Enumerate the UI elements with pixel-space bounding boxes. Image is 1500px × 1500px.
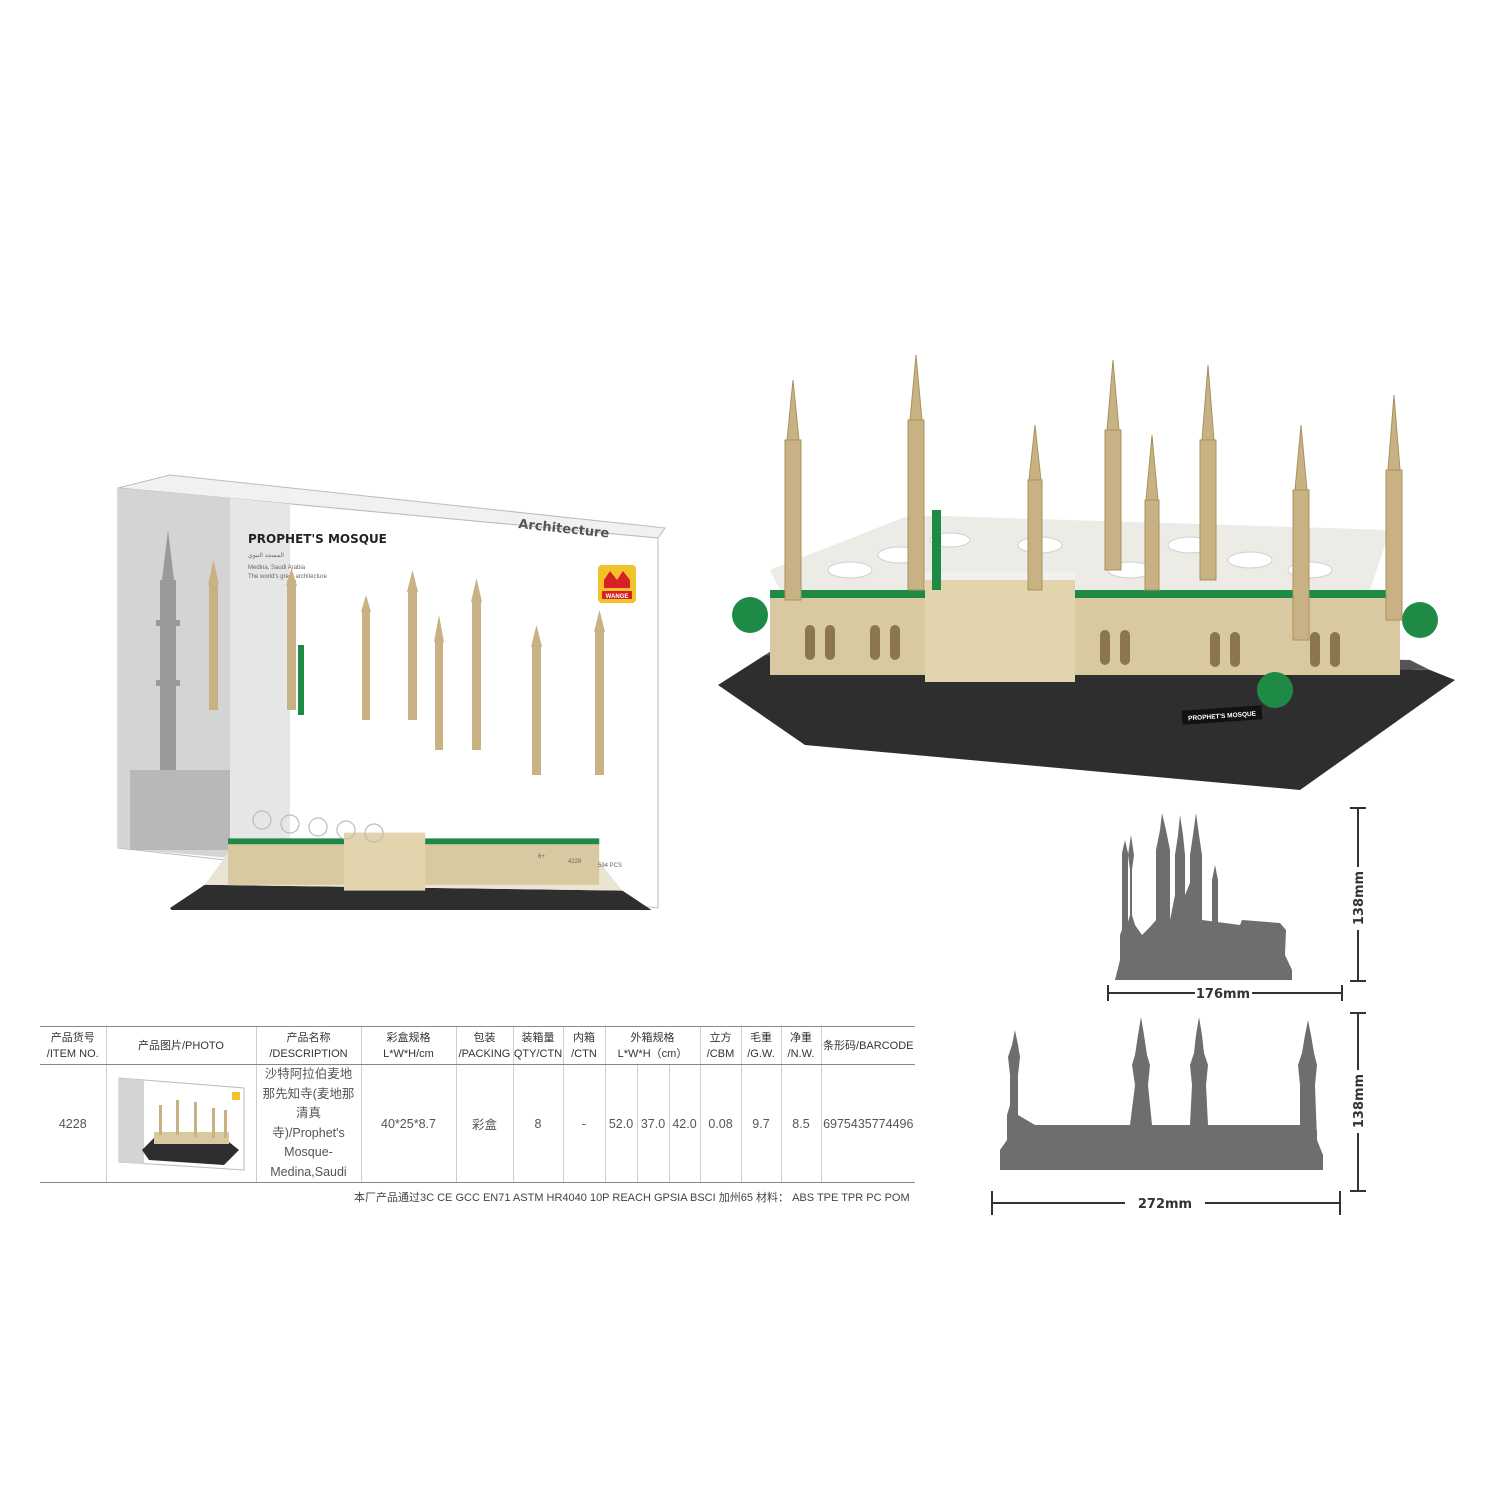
model-plaque: PROPHET'S MOSQUE — [1188, 711, 1257, 723]
cell-gross-weight: 9.7 — [740, 1064, 781, 1183]
cell-barcode: 6975435774496 — [820, 1064, 915, 1183]
side-view-silhouette — [1000, 1017, 1323, 1170]
front-view-silhouette — [1115, 813, 1292, 980]
product-thumbnail — [118, 1076, 244, 1171]
side-height-label: 138mm — [1352, 1074, 1367, 1128]
cell-outer-length: 52.0 — [604, 1064, 637, 1183]
cell-inner-ctn: - — [562, 1064, 605, 1183]
svg-text:WANGE: WANGE — [606, 594, 629, 600]
box-location: Medina, Saudi Arabia — [248, 565, 306, 571]
box-item-no: 4228 — [568, 859, 582, 865]
box-title: PROPHET'S MOSQUE — [248, 532, 387, 546]
spec-table: 产品货号/ITEM NO. 产品图片/PHOTO 产品名称/DESCRIPTIO… — [40, 1026, 915, 1183]
header-cbm: 立方/CBM — [699, 1026, 741, 1065]
header-photo: 产品图片/PHOTO — [105, 1026, 256, 1065]
cell-photo — [105, 1064, 256, 1183]
cell-qty: 8 — [512, 1064, 563, 1183]
box-pieces: 594 PCS — [598, 863, 622, 869]
box-arabic-title: المسجد النبوي — [248, 552, 284, 559]
cell-cbm: 0.08 — [699, 1064, 741, 1183]
box-age: 6+ — [538, 854, 545, 860]
header-description: 产品名称/DESCRIPTION — [255, 1026, 361, 1065]
cell-packing: 彩盒 — [455, 1064, 513, 1183]
front-width-label: 176mm — [1196, 987, 1250, 1002]
header-barcode: 条形码/BARCODE — [820, 1026, 915, 1065]
cell-net-weight: 8.5 — [780, 1064, 821, 1183]
wange-logo: WANGE — [598, 565, 636, 603]
product-box-image: PROPHET'S MOSQUE المسجد النبوي Medina, S… — [117, 474, 666, 910]
header-inner-ctn: 内箱/CTN — [562, 1026, 605, 1065]
table-header-row: 产品货号/ITEM NO. 产品图片/PHOTO 产品名称/DESCRIPTIO… — [40, 1026, 915, 1065]
dimension-silhouettes: 176mm 138mm 272mm 138mm — [991, 807, 1367, 1215]
cell-item-no: 4228 — [40, 1064, 106, 1183]
assembled-model-image: PROPHET'S MOSQUE — [718, 354, 1455, 790]
box-tagline: The world's great architecture — [248, 574, 328, 580]
side-width-label: 272mm — [1138, 1197, 1192, 1212]
header-gw: 毛重/G.W. — [740, 1026, 781, 1065]
table-row: 4228 沙特阿拉伯麦地 那先知寺(麦地那 清真 寺)/Prophet's Mo… — [40, 1064, 915, 1183]
certification-line: 本厂产品通过3C CE GCC EN71 ASTM HR4040 10P REA… — [354, 1192, 910, 1204]
header-nw: 净重/N.W. — [780, 1026, 821, 1065]
cell-outer-width: 37.0 — [636, 1064, 669, 1183]
cell-box-size: 40*25*8.7 — [360, 1064, 456, 1183]
cell-description: 沙特阿拉伯麦地 那先知寺(麦地那 清真 寺)/Prophet's Mosque-… — [255, 1064, 361, 1183]
header-item-no: 产品货号/ITEM NO. — [40, 1026, 106, 1065]
cell-outer-height: 42.0 — [668, 1064, 700, 1183]
header-packing: 包装/PACKING — [455, 1026, 513, 1065]
front-height-label: 138mm — [1352, 871, 1367, 925]
